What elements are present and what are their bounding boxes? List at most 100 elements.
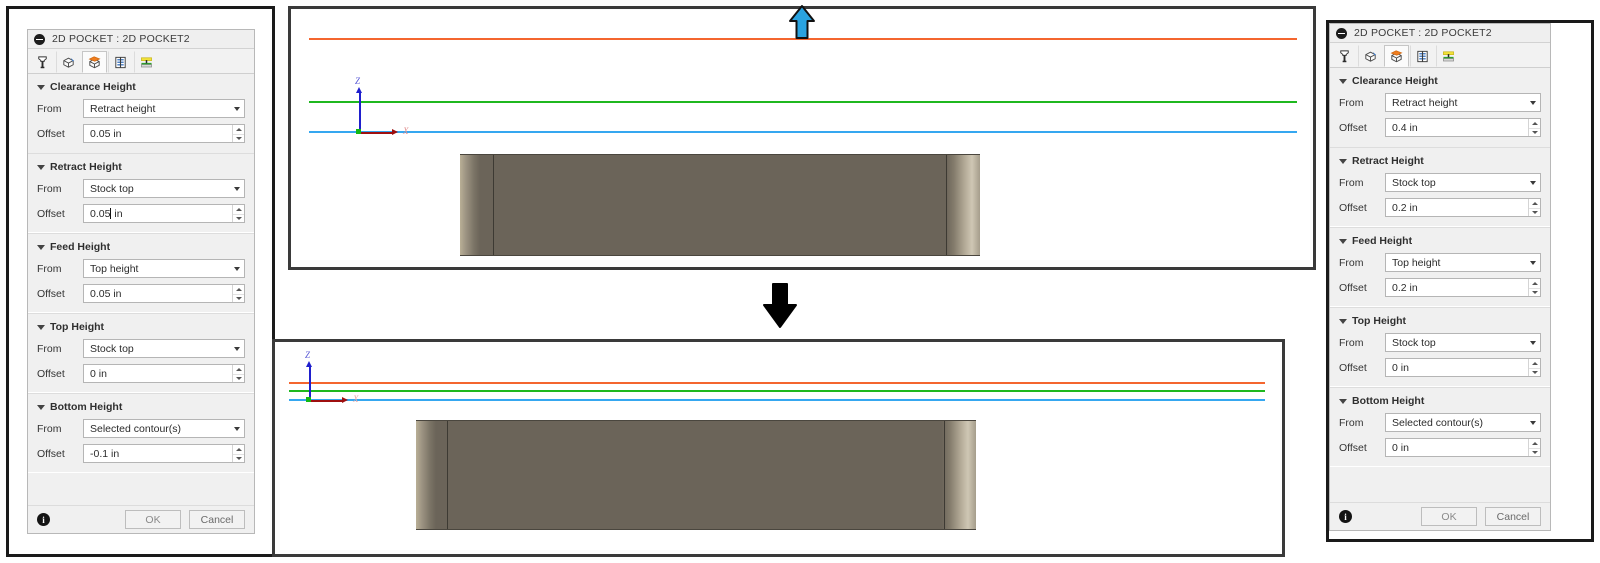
cancel-button[interactable]: Cancel <box>1485 507 1541 526</box>
offset-stepper[interactable] <box>1528 359 1540 376</box>
from-select[interactable]: Selected contour(s) <box>83 419 245 438</box>
group-header[interactable]: Bottom Height <box>37 401 245 413</box>
stepper-up[interactable] <box>1529 279 1540 288</box>
stepper-down[interactable] <box>233 133 244 142</box>
collapse-icon[interactable] <box>1336 27 1347 39</box>
offset-stepper[interactable] <box>232 285 244 302</box>
from-label: From <box>37 342 62 355</box>
stepper-down[interactable] <box>1529 287 1540 296</box>
group-header[interactable]: Clearance Height <box>37 81 245 93</box>
group-header[interactable]: Feed Height <box>1339 235 1541 247</box>
offset-input[interactable]: 0 in <box>83 364 245 383</box>
stepper-up[interactable] <box>233 285 244 294</box>
group-header[interactable]: Feed Height <box>37 241 245 253</box>
chevron-down-icon <box>1530 420 1536 425</box>
row-offset: Offset 0.4 in <box>1339 118 1541 137</box>
from-select[interactable]: Retract height <box>83 99 245 118</box>
stepper-up[interactable] <box>233 125 244 134</box>
stepper-down[interactable] <box>233 213 244 222</box>
chevron-down-icon <box>234 106 240 111</box>
collapse-icon[interactable] <box>34 33 45 45</box>
group-header[interactable]: Bottom Height <box>1339 395 1541 407</box>
from-select[interactable]: Selected contour(s) <box>1385 413 1541 432</box>
stepper-up[interactable] <box>233 205 244 214</box>
from-select[interactable]: Stock top <box>1385 173 1541 192</box>
tab-linking[interactable] <box>1436 45 1461 67</box>
tool-icon <box>38 55 47 68</box>
stepper-down[interactable] <box>1529 207 1540 216</box>
row-from: From Retract height <box>37 99 245 118</box>
stepper-down[interactable] <box>1529 367 1540 376</box>
stock-block[interactable] <box>460 154 980 256</box>
offset-input[interactable]: 0.4 in <box>1385 118 1541 137</box>
offset-stepper[interactable] <box>232 445 244 462</box>
tab-tool[interactable] <box>30 51 55 73</box>
offset-input[interactable]: 0.05 in <box>83 124 245 143</box>
ok-button[interactable]: OK <box>125 510 181 529</box>
bottom-viewport[interactable]: Z X <box>272 339 1285 557</box>
group-header[interactable]: Retract Height <box>37 161 245 173</box>
stepper-down[interactable] <box>1529 127 1540 136</box>
tab-passes[interactable] <box>1410 45 1435 67</box>
left-heights-dialog[interactable]: 2D POCKET : 2D POCKET2 <box>27 29 255 534</box>
info-icon[interactable]: i <box>37 513 50 526</box>
tab-tool[interactable] <box>1332 45 1357 67</box>
group-header[interactable]: Top Height <box>37 321 245 333</box>
right-heights-dialog[interactable]: 2D POCKET : 2D POCKET2 <box>1329 23 1551 531</box>
from-select[interactable]: Stock top <box>1385 333 1541 352</box>
heights-icon <box>1390 49 1403 62</box>
stepper-down[interactable] <box>233 293 244 302</box>
offset-input[interactable]: 0 in <box>1385 358 1541 377</box>
stepper-up[interactable] <box>1529 199 1540 208</box>
group-header[interactable]: Retract Height <box>1339 155 1541 167</box>
offset-stepper[interactable] <box>232 205 244 222</box>
stepper-up[interactable] <box>1529 359 1540 368</box>
offset-input[interactable]: 0.2 in <box>1385 198 1541 217</box>
stepper-up[interactable] <box>233 365 244 374</box>
ok-button[interactable]: OK <box>1421 507 1477 526</box>
offset-stepper[interactable] <box>1528 439 1540 456</box>
group-header[interactable]: Top Height <box>1339 315 1541 327</box>
dialog-tab-strip[interactable] <box>1330 43 1550 68</box>
from-select[interactable]: Stock top <box>83 179 245 198</box>
offset-input[interactable]: 0 in <box>1385 438 1541 457</box>
tab-linking[interactable] <box>134 51 159 73</box>
offset-stepper[interactable] <box>1528 279 1540 296</box>
top-viewport[interactable]: Z X <box>288 6 1316 270</box>
offset-input-focused[interactable]: 0.05 in <box>83 204 245 223</box>
dialog-tab-strip[interactable] <box>28 49 254 74</box>
cancel-button[interactable]: Cancel <box>189 510 245 529</box>
from-select[interactable]: Stock top <box>83 339 245 358</box>
stepper-down[interactable] <box>233 373 244 382</box>
offset-input[interactable]: -0.1 in <box>83 444 245 463</box>
offset-stepper[interactable] <box>1528 199 1540 216</box>
chevron-down-icon <box>1530 100 1536 105</box>
stepper-down[interactable] <box>1529 447 1540 456</box>
from-select[interactable]: Top height <box>1385 253 1541 272</box>
tab-passes[interactable] <box>108 51 133 73</box>
from-select[interactable]: Top height <box>83 259 245 278</box>
dialog-title: 2D POCKET : 2D POCKET2 <box>52 33 190 45</box>
from-value: Selected contour(s) <box>90 422 182 435</box>
tab-heights[interactable] <box>1384 45 1409 67</box>
offset-input[interactable]: 0.2 in <box>1385 278 1541 297</box>
info-icon[interactable]: i <box>1339 510 1352 523</box>
offset-input[interactable]: 0.05 in <box>83 284 245 303</box>
offset-stepper[interactable] <box>232 365 244 382</box>
from-select[interactable]: Retract height <box>1385 93 1541 112</box>
offset-stepper[interactable] <box>1528 119 1540 136</box>
row-from: From Selected contour(s) <box>1339 413 1541 432</box>
stepper-up[interactable] <box>1529 119 1540 128</box>
group-title: Feed Height <box>1352 235 1413 247</box>
tab-geometry[interactable] <box>1358 45 1383 67</box>
tab-geometry[interactable] <box>56 51 81 73</box>
stock-block[interactable] <box>416 420 976 530</box>
stepper-up[interactable] <box>1529 439 1540 448</box>
tab-heights[interactable] <box>82 51 107 73</box>
row-offset: Offset 0.05 in <box>37 204 245 223</box>
stepper-up[interactable] <box>233 445 244 454</box>
stepper-down[interactable] <box>233 453 244 462</box>
group-header[interactable]: Clearance Height <box>1339 75 1541 87</box>
z-axis-arrow-icon <box>306 361 312 367</box>
offset-stepper[interactable] <box>232 125 244 142</box>
